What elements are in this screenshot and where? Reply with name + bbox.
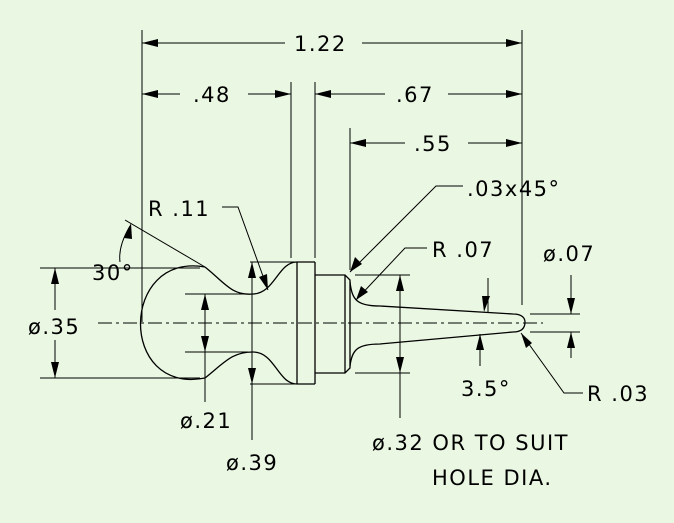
dim-tip-length-label: .55 <box>414 132 452 156</box>
dim-tip-dia-label: ø.07 <box>543 242 595 266</box>
dim-taper-angle-label: 3.5° <box>461 377 511 401</box>
dim-radius-tip-label: R .03 <box>587 382 649 406</box>
dim-left-length: .48 <box>142 83 291 107</box>
lower-neck-outline <box>204 351 298 385</box>
dim-neck-dia: ø.21 <box>180 294 232 433</box>
dim-right-length-label: .67 <box>396 83 434 107</box>
dim-radius-ball-label: R .11 <box>148 197 210 221</box>
dim-chamfer-label: .03x45° <box>467 177 561 201</box>
dim-overall-length: 1.22 <box>142 32 522 56</box>
dim-ball-dia-label: ø.35 <box>28 315 80 339</box>
part-outline <box>139 261 526 385</box>
dim-left-length-label: .48 <box>193 83 231 107</box>
dim-overall-length-label: 1.22 <box>294 32 347 56</box>
dim-taper-angle: 3.5° <box>461 278 511 401</box>
dim-shank-dia-label-1: ø.32 OR TO SUIT <box>372 431 569 455</box>
dim-radius-ball: R .11 <box>148 197 269 291</box>
dim-collar-dia: ø.39 <box>226 261 297 475</box>
dim-right-length: .67 <box>315 83 522 107</box>
extension-lines <box>40 30 580 379</box>
dim-shank-dia: ø.32 OR TO SUIT HOLE DIA. <box>372 275 569 490</box>
dim-tip-length: .55 <box>350 132 522 156</box>
dim-chamfer: .03x45° <box>349 177 561 273</box>
dim-ball-dia: ø.35 <box>28 268 80 378</box>
ball-head-outline <box>139 265 206 381</box>
dim-tip-dia: ø.07 <box>543 242 595 358</box>
dim-angle-30: 30° <box>92 219 206 285</box>
dim-shank-dia-label-2: HOLE DIA. <box>432 466 553 490</box>
taper-lower-outline <box>349 321 526 367</box>
dim-radius-fillet: R .07 <box>355 238 494 301</box>
dim-radius-tip: R .03 <box>520 332 649 406</box>
upper-neck-outline <box>204 261 298 295</box>
dim-collar-dia-label: ø.39 <box>226 451 278 475</box>
taper-upper-outline <box>349 281 526 323</box>
dim-radius-fillet-label: R .07 <box>432 238 494 262</box>
dim-angle-30-label: 30° <box>92 261 134 285</box>
dim-neck-dia-label: ø.21 <box>180 409 232 433</box>
shank-outline <box>315 274 351 374</box>
collar-outline <box>296 261 316 385</box>
